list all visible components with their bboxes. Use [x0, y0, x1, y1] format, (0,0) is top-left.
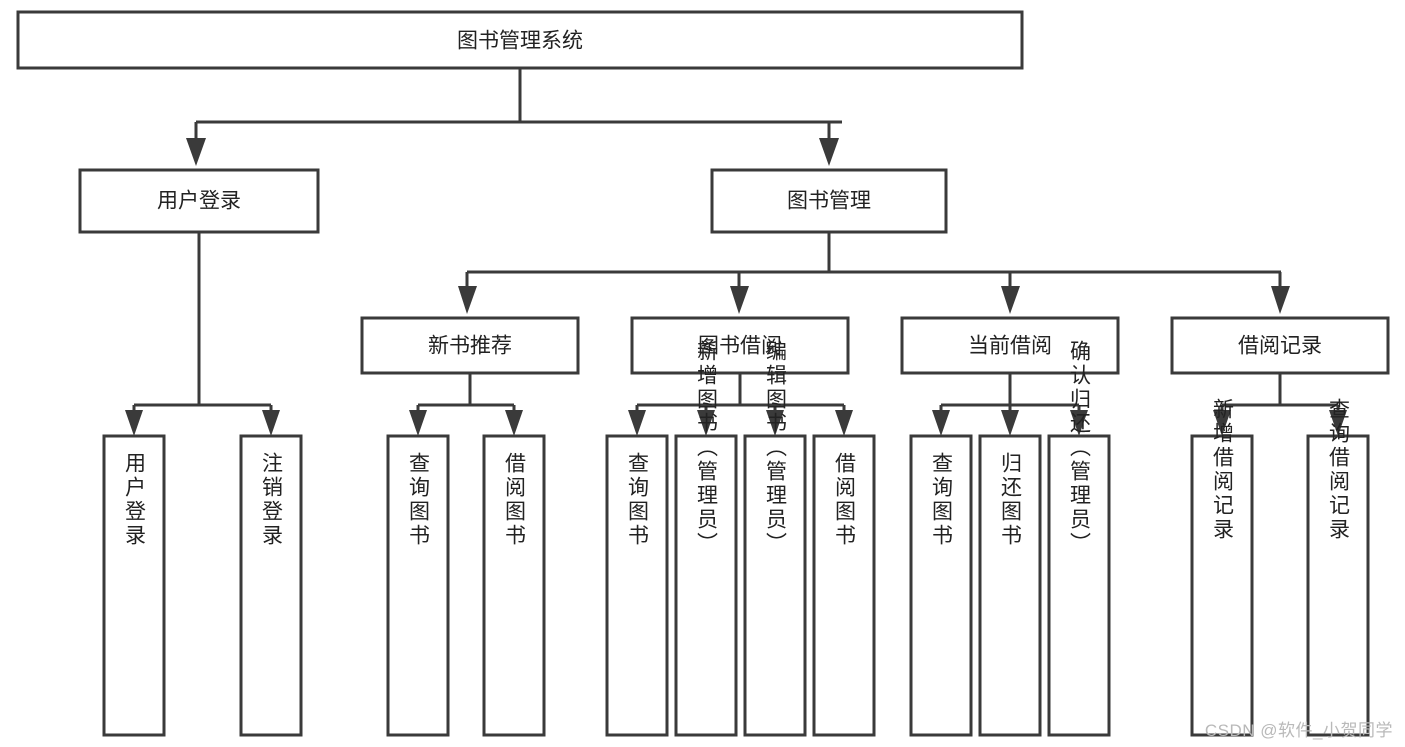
node-l1-1[interactable]: 图书管理 [710, 168, 948, 234]
node-l2-3-label: 借阅记录 [1238, 335, 1322, 358]
connector-group-root [186, 68, 842, 166]
node-l1-0-box[interactable] [78, 168, 320, 234]
arrow-head-lf-2 [409, 410, 427, 436]
node-l1-1-label: 图书管理 [787, 190, 871, 213]
arrow-head-l2-3 [1271, 286, 1290, 314]
connector-group-level2 [458, 232, 1290, 314]
node-lf-7-box[interactable] [812, 434, 876, 737]
node-lf-2-box[interactable] [386, 434, 450, 737]
arrow-head-lf-11 [1213, 410, 1231, 436]
node-l2-3[interactable]: 借阅记录 [1170, 316, 1390, 375]
node-lf-4-label: 查询图书 [626, 452, 650, 548]
node-lf-11-label: 新增借阅记录 [1211, 398, 1235, 542]
node-lf-4[interactable]: 查询图书 [605, 434, 669, 737]
node-l2-1[interactable]: 图书借阅 [630, 316, 850, 375]
node-root-box[interactable] [16, 10, 1024, 70]
node-lf-4-box[interactable] [605, 434, 669, 737]
node-lf-10-box[interactable] [1047, 434, 1111, 737]
node-lf-9-label: 归还图书 [999, 452, 1023, 548]
node-lf-0[interactable]: 用户登录 [102, 434, 166, 737]
arrow-head-lf-5 [697, 410, 715, 436]
node-lf-11[interactable]: 新增借阅记录 [1190, 398, 1254, 737]
arrow-head-l2-1 [730, 286, 749, 314]
node-lf-9[interactable]: 归还图书 [978, 434, 1042, 737]
connector-group-l2-2-leaves [932, 373, 1088, 436]
arrow-head-lf-3 [505, 410, 523, 436]
arrow-head-lf-10 [1070, 410, 1088, 436]
arrow-head-lf-1 [262, 410, 280, 436]
node-lf-12-label: 查询借阅记录 [1327, 398, 1351, 542]
node-l2-2-box[interactable] [900, 316, 1120, 375]
node-lf-6-label: 编辑图书（管理员） [764, 340, 788, 556]
node-lf-0-label: 用户登录 [123, 452, 147, 548]
node-lf-1-label: 注销登录 [260, 452, 284, 548]
node-l2-0[interactable]: 新书推荐 [360, 316, 580, 375]
node-lf-12-box[interactable] [1306, 434, 1370, 737]
node-lf-8[interactable]: 查询图书 [909, 434, 973, 737]
node-lf-8-box[interactable] [909, 434, 973, 737]
node-lf-2[interactable]: 查询图书 [386, 434, 450, 737]
node-lf-5[interactable]: 新增图书（管理员） [674, 340, 738, 737]
node-lf-6-box[interactable] [743, 434, 807, 737]
node-lf-10[interactable]: 确认归还（管理员） [1047, 340, 1111, 737]
node-l2-2[interactable]: 当前借阅 [900, 316, 1120, 375]
node-lf-12[interactable]: 查询借阅记录 [1306, 398, 1370, 737]
arrow-head-lf-6 [766, 410, 784, 436]
node-l2-3-box[interactable] [1170, 316, 1390, 375]
node-lf-3-box[interactable] [482, 434, 546, 737]
node-l2-0-label: 新书推荐 [428, 335, 512, 358]
arrow-head-lf-8 [932, 410, 950, 436]
node-lf-7-label: 借阅图书 [833, 452, 857, 548]
node-lf-3-label: 借阅图书 [503, 452, 527, 548]
node-l1-0[interactable]: 用户登录 [78, 168, 320, 234]
arrow-head-l2-0 [458, 286, 477, 314]
node-l1-0-label: 用户登录 [157, 190, 241, 213]
connector-group-l2-1-leaves [628, 373, 853, 436]
node-lf-9-box[interactable] [978, 434, 1042, 737]
node-root-label: 图书管理系统 [457, 30, 583, 53]
node-l1-1-box[interactable] [710, 168, 948, 234]
node-l2-1-label: 图书借阅 [698, 335, 782, 358]
arrow-head-root-0 [186, 138, 206, 166]
node-lf-10-label: 确认归还（管理员） [1068, 340, 1092, 556]
arrow-head-lf-7 [835, 410, 853, 436]
node-lf-1-box[interactable] [239, 434, 303, 737]
node-lf-1[interactable]: 注销登录 [239, 434, 303, 737]
connector-group-l1-0-leaves [125, 232, 280, 436]
arrow-head-l2-2 [1001, 286, 1020, 314]
arrow-head-lf-0 [125, 410, 143, 436]
node-root[interactable]: 图书管理系统 [16, 10, 1024, 70]
arrow-head-root-1 [819, 138, 839, 166]
node-l2-1-box[interactable] [630, 316, 850, 375]
arrow-head-lf-9 [1001, 410, 1019, 436]
node-lf-11-box[interactable] [1190, 434, 1254, 737]
arrow-head-lf-4 [628, 410, 646, 436]
node-lf-7[interactable]: 借阅图书 [812, 434, 876, 737]
node-l2-2-label: 当前借阅 [968, 335, 1052, 358]
node-lf-5-box[interactable] [674, 434, 738, 737]
node-lf-3[interactable]: 借阅图书 [482, 434, 546, 737]
node-lf-6[interactable]: 编辑图书（管理员） [743, 340, 807, 737]
node-lf-0-box[interactable] [102, 434, 166, 737]
node-lf-8-label: 查询图书 [930, 452, 954, 548]
arrow-head-lf-12 [1329, 410, 1347, 436]
connector-group-l2-0-leaves [409, 373, 523, 436]
node-l2-0-box[interactable] [360, 316, 580, 375]
connector-group-l2-3-leaves [1213, 373, 1347, 436]
node-lf-2-label: 查询图书 [407, 452, 431, 548]
node-lf-5-label: 新增图书（管理员） [695, 340, 719, 556]
